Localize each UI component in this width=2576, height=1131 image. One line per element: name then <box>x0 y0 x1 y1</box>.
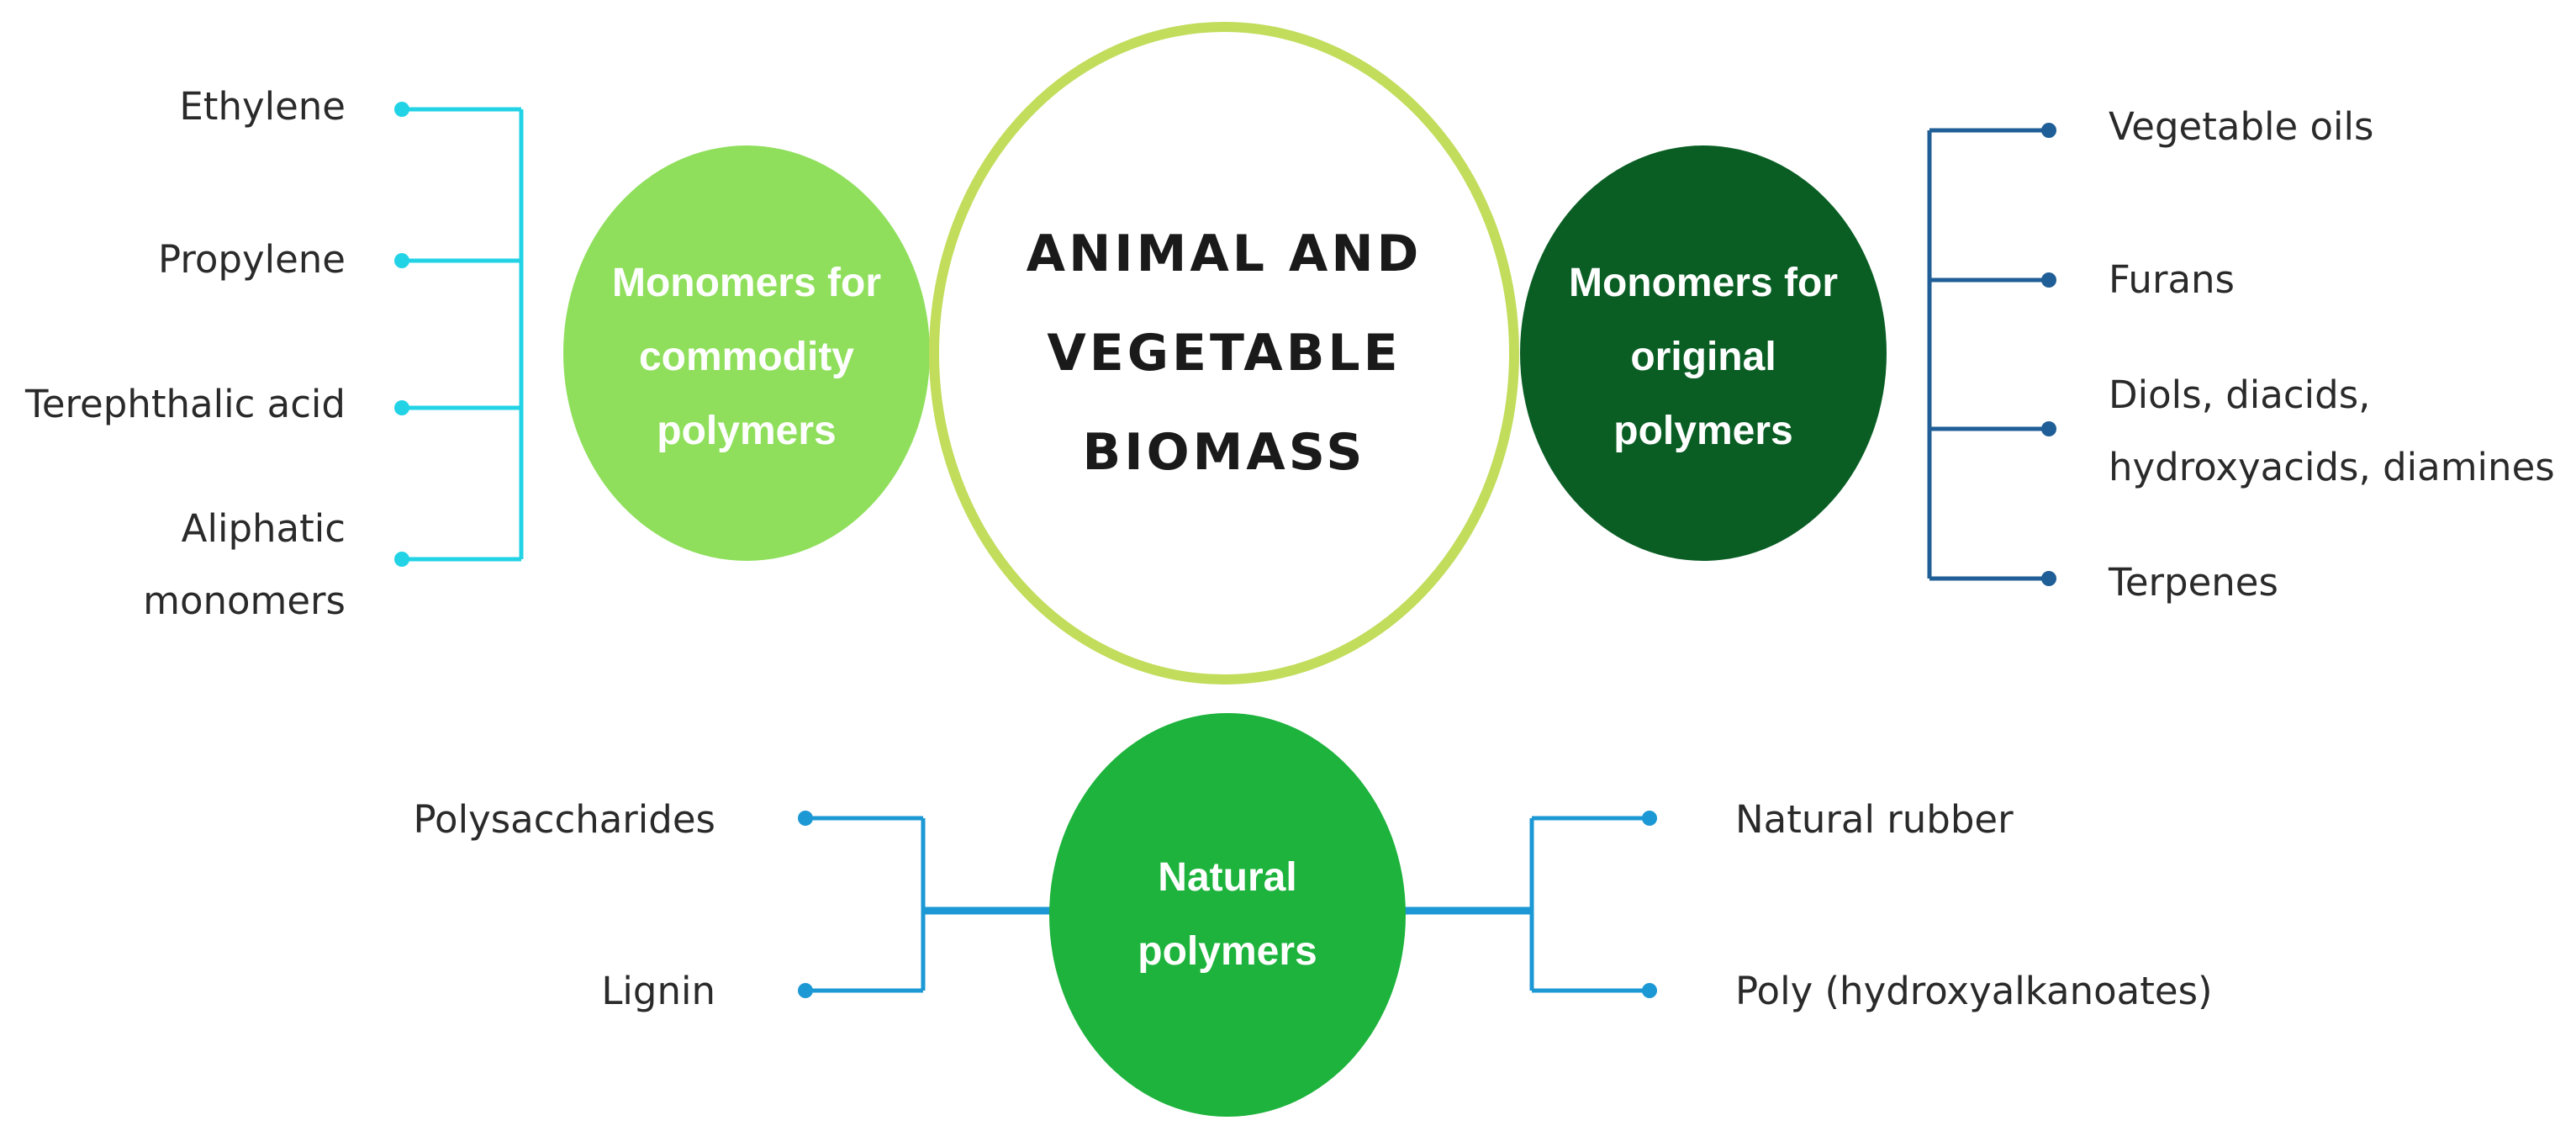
commodity-item-terephthalic-acid: Terephthalic acid <box>25 382 346 426</box>
biomass-title: ANIMAL AND VEGETABLE BIOMASS <box>1026 225 1423 482</box>
biomass-circle <box>929 22 1519 684</box>
original-dot-3 <box>2041 421 2056 436</box>
natural-item-pha: Poly (hydroxyalkanoates) <box>1735 969 2213 1013</box>
original-connector <box>1927 128 2049 581</box>
commodity-dot-1 <box>394 102 409 117</box>
original-circle <box>1520 145 1887 561</box>
natural-item-natural-rubber: Natural rubber <box>1735 797 2014 842</box>
commodity-item-aliphatic-monomers: Aliphatic monomers <box>143 506 346 623</box>
natural-connector <box>805 816 1650 993</box>
commodity-connector <box>402 107 524 562</box>
natural-left-dot-1 <box>798 811 813 826</box>
natural-dots <box>798 811 1657 998</box>
commodity-item-propylene: Propylene <box>158 237 346 282</box>
commodity-item-ethylene: Ethylene <box>179 84 346 129</box>
original-dots <box>2041 123 2056 586</box>
original-dot-2 <box>2041 272 2056 288</box>
commodity-dots <box>394 102 409 567</box>
original-item-diols: Diols, diacids, hydroxyacids, diamines <box>2109 373 2555 489</box>
commodity-dot-4 <box>394 552 409 567</box>
original-item-vegetable-oils: Vegetable oils <box>2109 104 2374 149</box>
commodity-circle-label: Monomers for commodity polymers <box>611 261 881 453</box>
natural-right-dot-1 <box>1642 811 1657 826</box>
commodity-dot-3 <box>394 400 409 415</box>
original-circle-label: Monomers for original polymers <box>1568 261 1838 453</box>
natural-circle <box>1049 713 1406 1117</box>
original-item-terpenes: Terpenes <box>2109 560 2278 605</box>
original-dot-1 <box>2041 123 2056 138</box>
commodity-dot-2 <box>394 253 409 268</box>
natural-left-dot-2 <box>798 983 813 998</box>
natural-right-dot-2 <box>1642 983 1657 998</box>
natural-item-lignin: Lignin <box>601 969 715 1013</box>
original-dot-4 <box>2041 571 2056 586</box>
original-item-furans: Furans <box>2109 257 2235 302</box>
natural-circle-label: Natural polymers <box>1138 855 1317 974</box>
commodity-circle <box>563 145 930 561</box>
natural-item-polysaccharides: Polysaccharides <box>413 797 716 842</box>
